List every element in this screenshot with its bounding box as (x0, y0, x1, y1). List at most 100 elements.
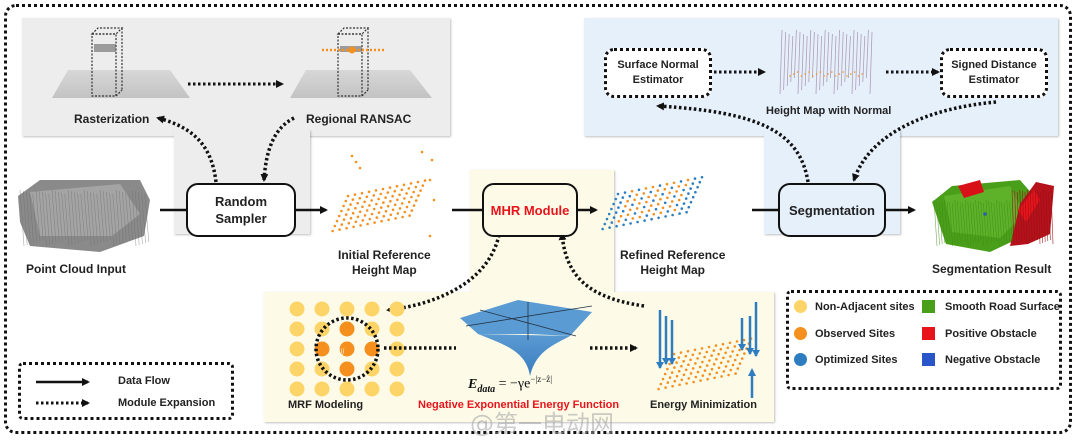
site-dot (651, 185, 655, 189)
formula-exponent: −|z−ẑ| (530, 374, 553, 384)
site-dot (668, 205, 672, 208)
observed-site-dot (395, 184, 399, 188)
site-dot (687, 205, 691, 209)
site-dot (679, 180, 683, 183)
normal-line (851, 29, 855, 95)
site-dot (736, 353, 739, 357)
site-dot (685, 210, 688, 214)
site-dot (624, 218, 628, 222)
site-dot (700, 347, 704, 350)
random-sampler-box[interactable]: Random Sampler (186, 183, 296, 237)
site-dot (717, 366, 721, 370)
segmentation-box[interactable]: Segmentation (778, 183, 886, 237)
energy-to-mhr-arrow (558, 232, 645, 308)
site-dot (673, 208, 677, 212)
site-dot (724, 351, 727, 355)
site-dot (691, 367, 695, 370)
observed-site-dot (338, 228, 341, 231)
normal-line (840, 31, 844, 87)
site-dot (680, 364, 683, 368)
normal-base-dot (819, 71, 822, 73)
initial-height-map-graphic (331, 150, 436, 238)
observed-site-dot (372, 194, 376, 197)
normal-base-dot (827, 73, 829, 75)
site-dot (684, 368, 688, 372)
site-dot (717, 352, 720, 356)
surface-normal-estimator-box[interactable]: Surface Normal Estimator (604, 48, 712, 98)
observed-site-dot (358, 210, 362, 214)
site-dot (691, 195, 695, 199)
observed-site-dot (400, 202, 404, 205)
site-dot (694, 190, 697, 194)
non-adjacent-site (314, 321, 330, 337)
site-dot (699, 379, 702, 382)
site-dot (679, 351, 683, 354)
non-adjacent-site (389, 341, 405, 357)
site-dot (647, 195, 650, 199)
legend-non-adjacent: Non-Adjacent sites (794, 300, 915, 313)
regional-ransac-graphic (290, 27, 432, 98)
sampler-to-rasterization-arrow (156, 115, 218, 183)
site-dot (628, 208, 632, 212)
observed-site-dot (384, 209, 388, 213)
site-dot (659, 211, 663, 215)
site-dot (694, 362, 697, 365)
non-adjacent-site (364, 321, 380, 337)
observed-site-dot (400, 188, 404, 192)
site-dot (685, 382, 688, 385)
site-dot (623, 191, 627, 194)
site-dot (645, 214, 649, 217)
downward-arrow-head (668, 358, 676, 365)
refined-height-map-label: Refined Reference Height Map (620, 248, 726, 277)
site-dot (652, 199, 655, 202)
site-dot (701, 360, 704, 364)
site-dot (703, 369, 707, 372)
observed-site (339, 361, 355, 377)
outlier-dot (430, 158, 434, 162)
site-dot (663, 187, 667, 191)
observed-site-dot (354, 206, 357, 210)
observed-site-dot (333, 224, 337, 228)
site-dot (686, 178, 690, 182)
site-dot (673, 195, 676, 198)
outlier-dot (432, 198, 436, 202)
outlier-dot (350, 154, 354, 158)
site-dot (712, 362, 716, 366)
site-dot (722, 356, 725, 360)
downward-arrow-head (662, 358, 670, 365)
site-dot (696, 185, 699, 189)
observed-site-dot (403, 210, 407, 214)
site-dot (666, 196, 669, 200)
observed-site-dot (407, 187, 411, 190)
symbol-legend-box (786, 290, 1062, 390)
site-dot (612, 216, 616, 219)
mhr-module-box[interactable]: MHR Module (482, 183, 578, 237)
observed-site-dot (375, 202, 378, 206)
signed-distance-estimator-box[interactable]: Signed Distance Estimator (940, 48, 1048, 98)
site-dot (694, 375, 698, 379)
observed-site-dot (403, 197, 406, 200)
site-dot (666, 381, 670, 384)
site-dot (624, 204, 627, 208)
site-dot (684, 354, 688, 358)
observed-site-dot (347, 208, 350, 211)
non-adjacent-site (339, 301, 355, 317)
site-dot (661, 206, 665, 210)
normal-base-dot (846, 75, 848, 77)
formula-lhs: E (468, 376, 478, 392)
observed-site-dot (370, 212, 374, 216)
site-dot (635, 193, 639, 197)
site-dot (731, 363, 735, 367)
observed-site-dot (340, 223, 344, 226)
site-dot (656, 202, 660, 206)
site-dot (691, 353, 695, 357)
upward-arrow-head (748, 368, 756, 376)
observed-site-dot (405, 192, 408, 195)
site-dot (654, 207, 658, 211)
site-dot (671, 213, 674, 217)
site-dot (742, 338, 746, 342)
observed-site-dot (347, 221, 351, 225)
observed-site-dot (365, 209, 369, 212)
site-dot (675, 374, 679, 378)
observed-site-dot (356, 215, 360, 219)
